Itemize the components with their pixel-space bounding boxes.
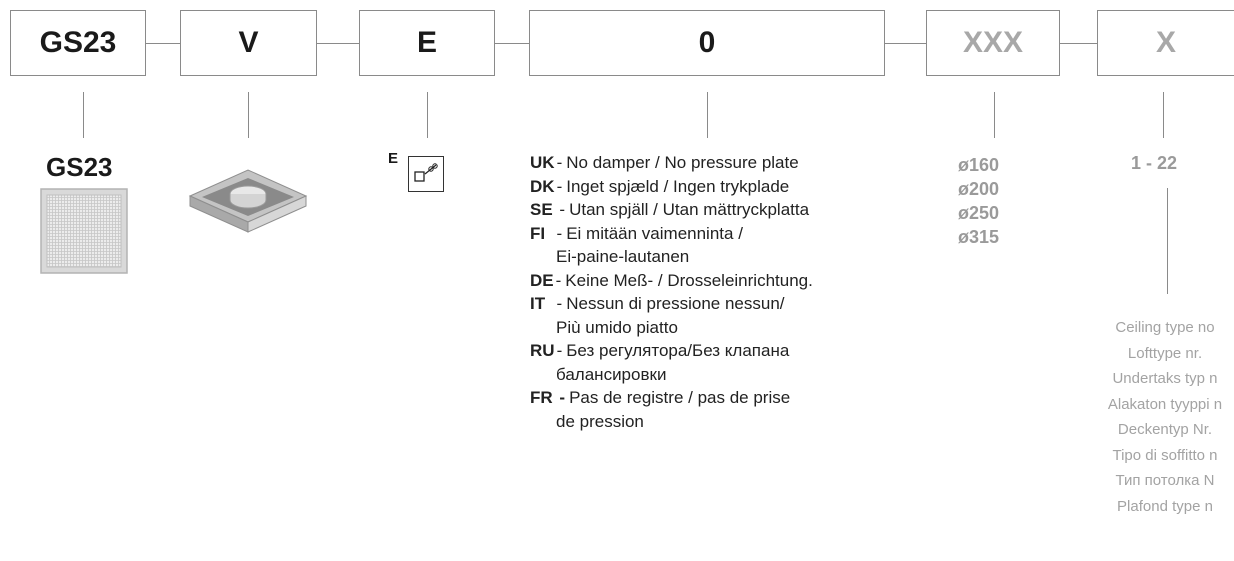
lang-code: FR xyxy=(530,388,553,407)
ceiling-type-item: Deckentyp Nr. xyxy=(1117,421,1213,438)
lang-entry-uk: UK-No damper / No pressure plate xyxy=(530,151,813,175)
lang-code: IT xyxy=(530,294,546,313)
diameter-item: ø160 xyxy=(958,155,1000,175)
ceiling-type-item: Undertaks typ n xyxy=(1112,370,1218,387)
code-box-damper: E xyxy=(359,10,495,76)
lang-text: Nessun di pressione nessun/ xyxy=(566,294,785,313)
drop-line xyxy=(427,92,428,138)
diameter-item: ø250 xyxy=(958,203,1000,223)
diameter-item: ø200 xyxy=(958,179,1000,199)
lang-text: Ei mitään vaimenninta / xyxy=(566,223,743,243)
product-label: GS23 xyxy=(46,152,113,182)
connector-line xyxy=(1060,43,1097,44)
lang-text: Pas de registre / pas de prise xyxy=(569,388,791,407)
lang-text: Без регулятора/Без клапана xyxy=(566,341,790,360)
connector-line xyxy=(885,43,926,44)
lang-entry-it: IT -Nessun di pressione nessun/ Più umid… xyxy=(530,292,813,339)
lang-code: SE xyxy=(530,200,553,219)
code-box-diameter: XXX xyxy=(926,10,1060,76)
lang-entry-fr: FR -Pas de registre / pas de prise de pr… xyxy=(530,386,813,433)
code-box-label: XXX xyxy=(962,26,1024,59)
damper-letter: E xyxy=(388,150,399,167)
connector-line xyxy=(317,43,359,44)
connector-line xyxy=(495,43,529,44)
drop-line xyxy=(83,92,84,138)
code-box-label: X xyxy=(1155,26,1176,59)
lang-text: балансировки xyxy=(556,364,667,384)
lang-text: Inget spjæld / Ingen trykplade xyxy=(566,176,790,196)
lang-text: No damper / No pressure plate xyxy=(566,153,799,172)
lang-code: RU xyxy=(530,341,555,360)
ceiling-type-item: Тип потолка N xyxy=(1115,472,1215,489)
code-box-label: E xyxy=(416,26,437,59)
grille-image xyxy=(40,188,128,279)
drop-line xyxy=(1167,188,1168,294)
no-damper-icon xyxy=(408,156,444,192)
code-box-label: V xyxy=(238,26,259,59)
drop-line xyxy=(248,92,249,138)
ceiling-type-item: Plafond type n xyxy=(1117,497,1213,515)
lang-text: de pression xyxy=(556,411,644,431)
lang-entry-ru: RU-Без регулятора/Без клапана балансиров… xyxy=(530,339,813,386)
plenum-box-image xyxy=(186,166,310,251)
ceiling-type-item: Alakaton tyyppi n xyxy=(1107,395,1223,413)
lang-entry-de: DE-Keine Meß- / Drosseleinrichtung. xyxy=(530,269,813,293)
pressure-option-list: UK-No damper / No pressure plate DK-Inge… xyxy=(530,151,813,433)
lang-code: UK xyxy=(530,153,555,172)
code-box-variant: V xyxy=(180,10,317,76)
code-box-pressure: 0 xyxy=(529,10,885,76)
lang-code: DK xyxy=(530,176,555,196)
code-box-ceiling: X xyxy=(1097,10,1234,76)
ceiling-type-item: Ceiling type no xyxy=(1115,319,1215,336)
connector-line xyxy=(146,43,180,44)
code-box-model: GS23 xyxy=(10,10,146,76)
lang-entry-dk: DK-Inget spjæld / Ingen trykplade xyxy=(530,175,813,199)
code-box-label: GS23 xyxy=(39,26,117,59)
lang-code: DE xyxy=(530,270,554,290)
lang-text: Ei-paine-lautanen xyxy=(556,247,690,266)
lang-code: FI xyxy=(530,223,546,243)
ceiling-range: 1 - 22 xyxy=(1131,153,1178,173)
drop-line xyxy=(707,92,708,138)
ceiling-type-item: Lofttype nr. xyxy=(1127,344,1203,362)
ceiling-type-item: Tipo di soffitto n xyxy=(1112,446,1218,464)
lang-text: Keine Meß- / Drosseleinrichtung. xyxy=(565,270,813,290)
lang-entry-fi: FI -Ei mitään vaimenninta / Ei-paine-lau… xyxy=(530,222,813,269)
lang-text: Utan spjäll / Utan mättryckplatta xyxy=(569,200,810,219)
diameter-list: ø160 ø200 ø250 ø315 xyxy=(958,153,999,249)
lang-text: Più umido piatto xyxy=(556,317,678,337)
diameter-item: ø315 xyxy=(958,227,1000,247)
ceiling-type-list: Ceiling type no Lofttype nr. Undertaks t… xyxy=(1020,315,1234,519)
drop-line xyxy=(1163,92,1164,138)
code-box-label: 0 xyxy=(698,26,716,59)
lang-entry-se: SE -Utan spjäll / Utan mättryckplatta xyxy=(530,198,813,222)
drop-line xyxy=(994,92,995,138)
